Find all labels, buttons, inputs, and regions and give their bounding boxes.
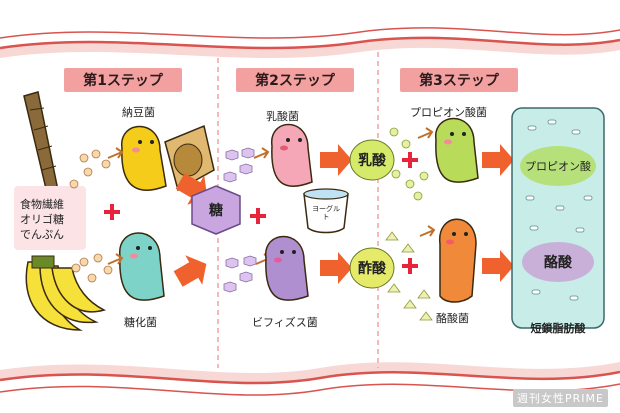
sugar-label: 糖 bbox=[209, 203, 223, 219]
step-label-2: 第2ステップ bbox=[236, 68, 354, 92]
sugar-particles bbox=[223, 147, 257, 293]
butyric-acid-label: 酪酸 bbox=[544, 255, 572, 271]
food-list: 食物繊維 オリゴ糖 でんぷん bbox=[20, 197, 82, 242]
food-fiber: 食物繊維 bbox=[20, 198, 64, 211]
yogurt-label: ヨーグルト bbox=[312, 205, 340, 221]
sugar-hexagon bbox=[191, 185, 241, 235]
food-box bbox=[14, 186, 86, 250]
food-oligo: オリゴ糖 bbox=[20, 213, 64, 226]
acetic-acid-label: 酢酸 bbox=[358, 261, 386, 277]
intestine-wall-bottom bbox=[0, 370, 620, 385]
intestine-wall-top bbox=[0, 36, 620, 50]
butyric-bacterium bbox=[439, 218, 477, 303]
acetic-acid-particles bbox=[385, 231, 433, 321]
bifidus-label: ビフィズス菌 bbox=[252, 316, 318, 329]
lactic-label: 乳酸菌 bbox=[266, 110, 299, 123]
propionic-label: プロピオン酸菌 bbox=[410, 106, 487, 119]
banana-icon bbox=[25, 255, 107, 331]
lactic-acid-particles bbox=[389, 127, 429, 201]
colon-particles bbox=[525, 119, 593, 301]
koji-label: 糖化菌 bbox=[124, 316, 157, 329]
propionic-acid-label: プロピオン酸 bbox=[525, 160, 591, 173]
natto-label: 納豆菌 bbox=[122, 106, 155, 119]
bifidus-bacterium bbox=[265, 235, 309, 301]
fiber-particles bbox=[69, 149, 113, 283]
scfa-label: 短鎖脂肪酸 bbox=[530, 322, 586, 335]
lactic-acid-circle bbox=[349, 139, 395, 181]
watermark: 週刊女性PRIME bbox=[513, 389, 608, 407]
colon-tube bbox=[511, 107, 605, 329]
natto-pack-icon bbox=[164, 124, 215, 192]
intestine-wall-top-2 bbox=[0, 27, 620, 39]
acetic-acid-circle bbox=[349, 247, 395, 289]
flow-arrows bbox=[173, 144, 514, 287]
plus-signs bbox=[104, 152, 418, 274]
koji-bacterium bbox=[119, 232, 165, 301]
food-starch: でんぷん bbox=[20, 228, 64, 241]
butyric-label: 酪酸菌 bbox=[436, 312, 469, 325]
propionic-bacterium bbox=[435, 117, 479, 183]
propionic-acid-blob bbox=[520, 146, 596, 186]
butyric-acid-blob bbox=[522, 242, 594, 282]
natto-bacterium bbox=[121, 125, 167, 191]
lactic-bacterium bbox=[271, 123, 313, 187]
step-label-3: 第3ステップ bbox=[400, 68, 518, 92]
lactic-acid-label: 乳酸 bbox=[358, 153, 386, 169]
yogurt-icon bbox=[303, 188, 349, 234]
step-label-1: 第1ステップ bbox=[64, 68, 182, 92]
